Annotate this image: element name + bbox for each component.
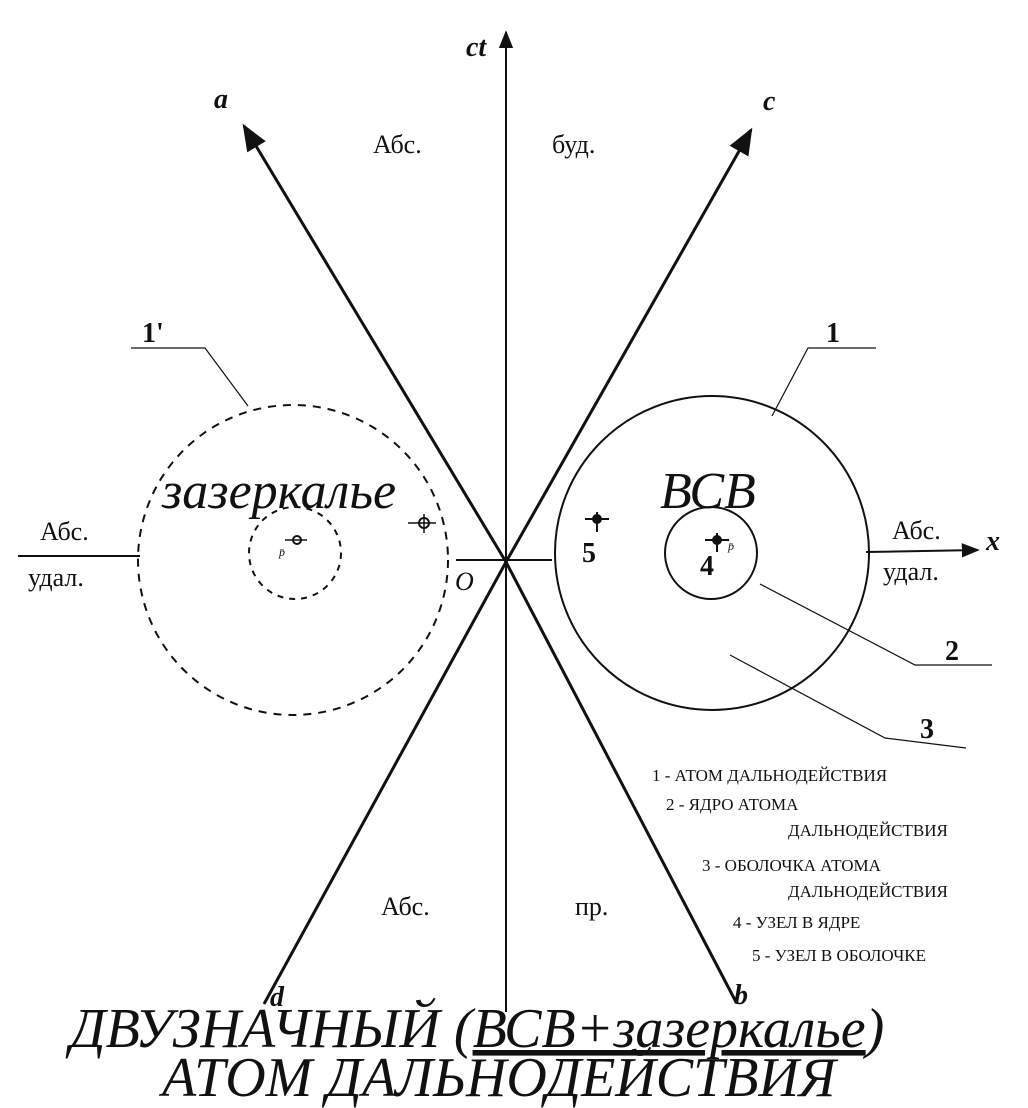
region-left-far: удал. [28,563,84,592]
mirror-atom-circle [137,404,449,716]
origin-label: O [455,567,474,596]
legend-item-3-cont: ДАЛЬНОДЕЙСТВИЯ [788,882,948,901]
legend-item-4: 4 - УЗЕЛ В ЯДРЕ [733,913,860,932]
node-nucleus-marker [705,533,729,552]
x-axis-label: x [985,526,1000,557]
region-past-left: Абс. [381,892,430,921]
line-a-upper [242,123,508,563]
node-shell-marker [585,512,609,532]
title-line-2: АТОМ ДАЛЬНОДЕЙСТВИЯ [158,1045,839,1108]
atom-circle [554,395,870,711]
legend-item-5: 5 - УЗЕЛ В ОБОЛОЧКЕ [752,946,926,965]
region-future-right: буд. [552,130,595,159]
ct-axis-label: ct [466,32,487,63]
line-c-label: c [763,86,776,117]
title-line-1: ДВУЗНАЧНЫЙ (ВСВ+зазеркалье) [65,996,884,1060]
title-line-1-start: ДВУЗНАЧНЫЙ ( [65,996,476,1060]
line-c-upper [504,127,753,563]
title-line-1-end: ) [863,998,885,1060]
region-right-far: удал. [883,557,939,586]
atom-name-label: ВСВ [660,463,756,520]
region-future-left: Абс. [373,130,422,159]
mirror-nucleus-circle [248,506,342,600]
title-line-1-underlined: ВСВ+зазеркалье [473,998,866,1060]
label-4: 4 [700,551,714,582]
legend-item-3: 3 - ОБОЛОЧКА АТОМА [702,856,882,875]
mirror-node-shell-marker [408,514,436,533]
legend-item-1: 1 - АТОМ ДАЛЬНОДЕЙСТВИЯ [652,766,887,785]
leader-1 [771,347,876,417]
line-b-label: b [734,980,748,1011]
legend-item-2-cont: ДАЛЬНОДЕЙСТВИЯ [788,821,948,840]
region-left-abs: Абс. [40,517,89,546]
region-past-right: пр. [575,892,608,921]
label-5: 5 [582,538,596,569]
nucleus-circle [664,506,758,600]
line-d-lower [262,561,508,1005]
leader-2 [759,583,992,666]
leader-1prime [131,347,249,407]
line-a-label: a [214,84,228,115]
label-p-left: p̄ [278,545,285,559]
label-1-prime: 1' [142,318,164,349]
line-d-label: d [270,982,285,1013]
label-3: 3 [920,714,934,745]
mirror-world-label: зазеркалье [161,463,396,520]
label-p-right: p̄ [727,539,734,553]
label-2: 2 [945,636,959,667]
legend-item-2: 2 - ЯДРО АТОМА [666,795,799,814]
mirror-node-nucleus-marker [285,535,307,545]
region-right-abs: Абс. [892,516,941,545]
x-axis-right [865,543,980,558]
label-1: 1 [826,318,840,349]
leader-3 [729,654,967,749]
line-b-lower [504,561,738,1003]
